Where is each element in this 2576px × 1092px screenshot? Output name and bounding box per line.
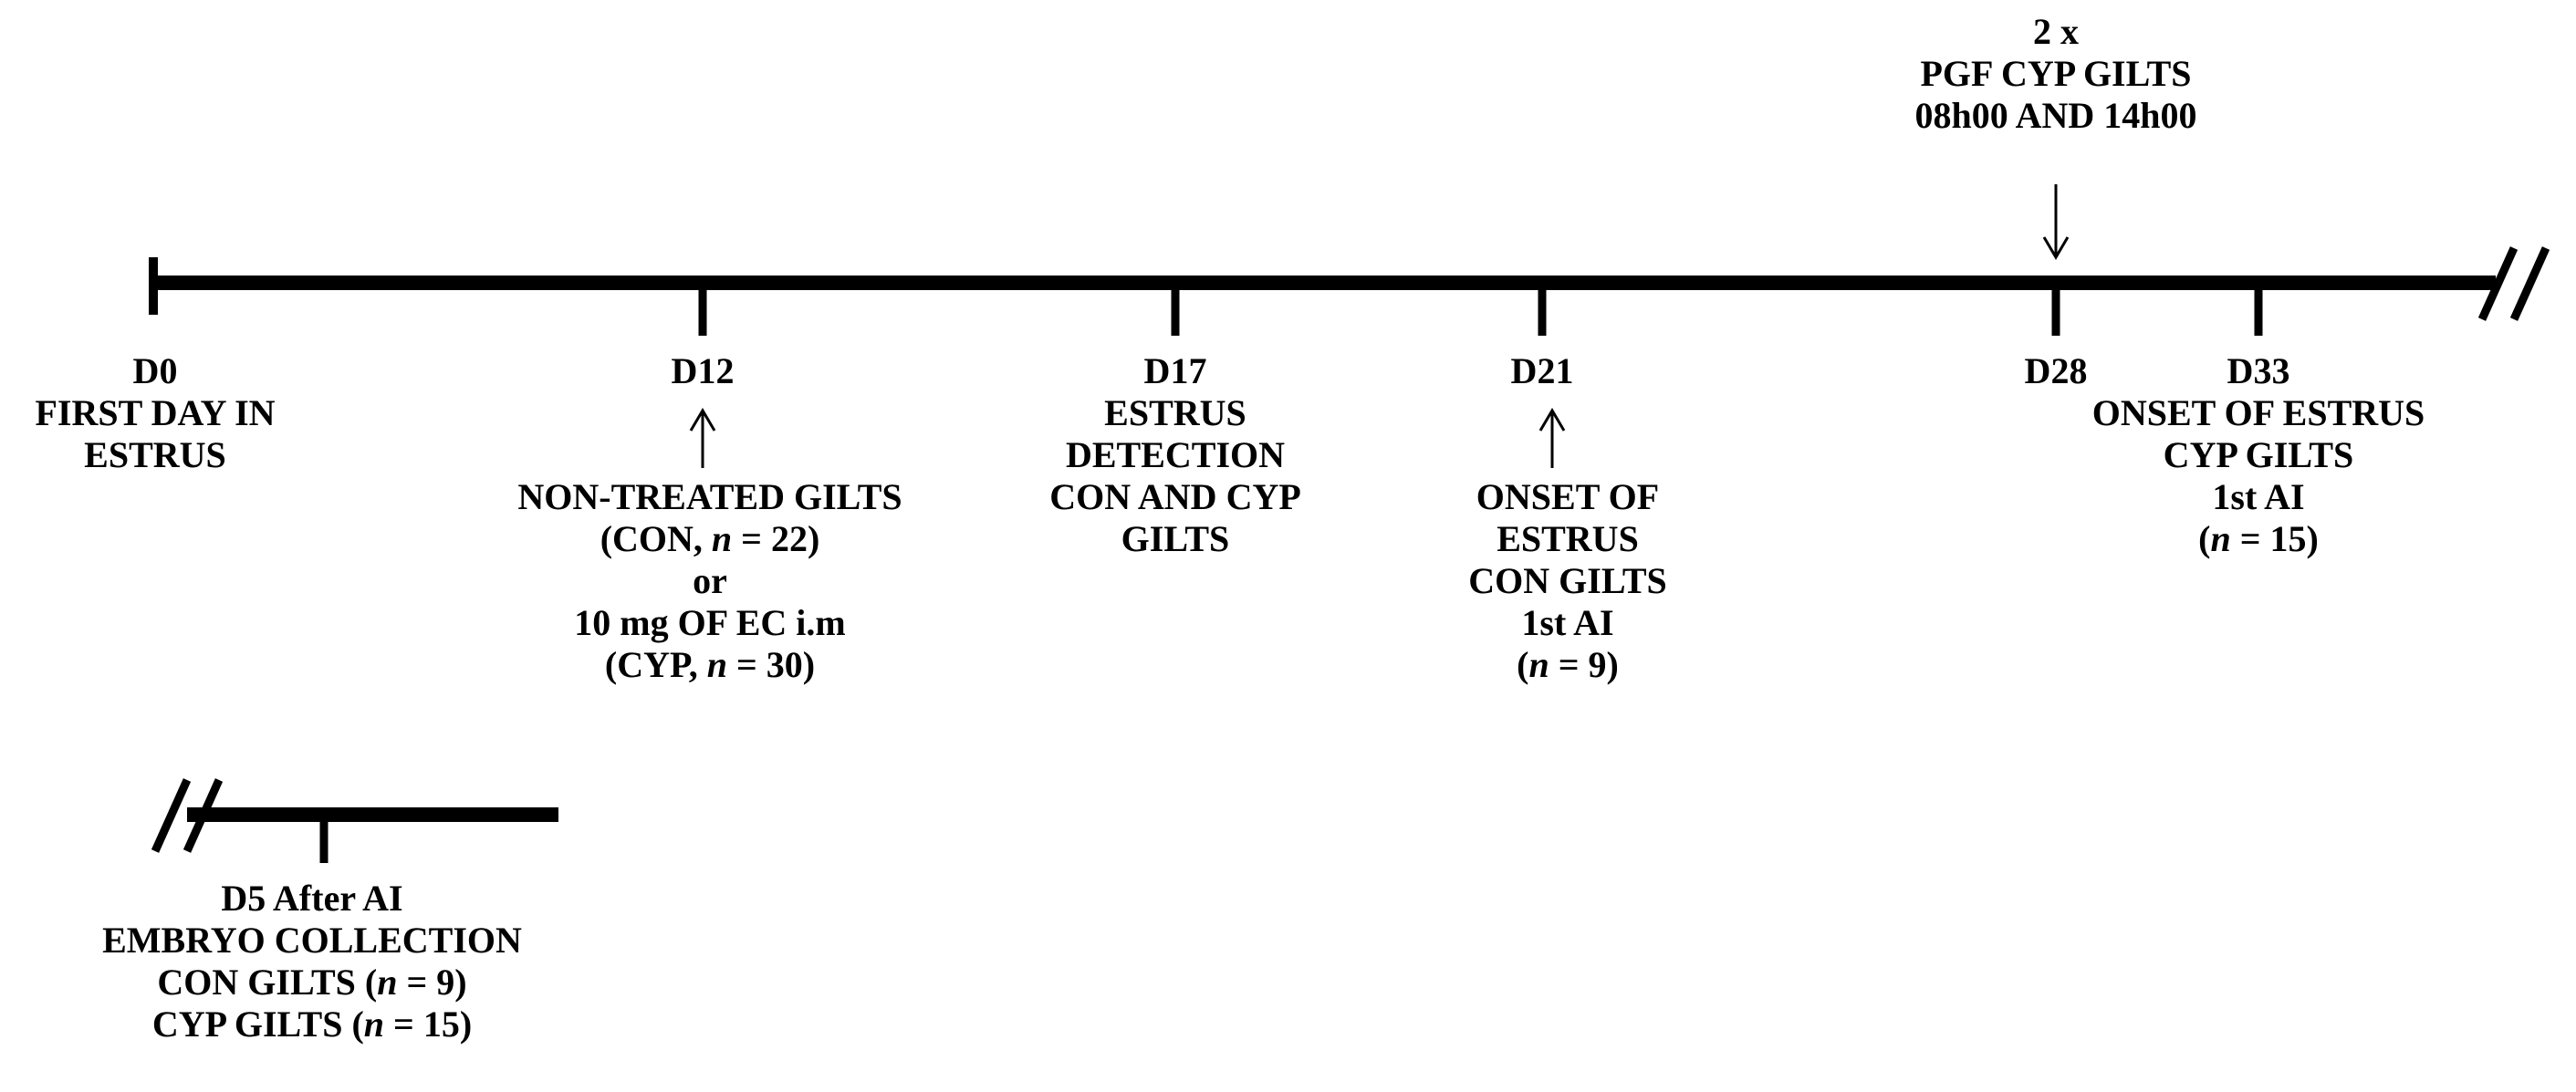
embryo-line-2: CON GILTS (n = 9) (157, 962, 467, 1003)
event-d33-count: (n = 15) (2198, 518, 2319, 559)
event-d33-line-3: 1st AI (2212, 476, 2305, 517)
event-d17-line-3: CON AND CYP (1049, 476, 1301, 517)
event-d17-line-2: DETECTION (1065, 434, 1286, 475)
pgf-annotation: 2 x PGF CYP GILTS 08h00 AND 14h00 (1915, 11, 2197, 137)
d21-note-line-5: (n = 9) (1517, 644, 1619, 685)
event-d33-day: D33 (2227, 350, 2290, 391)
event-d28: D28 (2025, 350, 2088, 392)
event-d0-line-1: FIRST DAY IN (35, 392, 276, 433)
event-d12-day: D12 (671, 350, 735, 391)
d12-note-line-2: (CON, n = 22) (600, 518, 820, 559)
pgf-line-1: 2 x (2032, 11, 2079, 52)
event-d28-day: D28 (2024, 350, 2088, 391)
event-d33: D33 ONSET OF ESTRUS CYP GILTS 1st AI (n … (2092, 350, 2425, 560)
event-d0-line-2: ESTRUS (84, 434, 226, 475)
d21-note-line-3: CON GILTS (1468, 560, 1667, 601)
event-d33-line-2: CYP GILTS (2163, 434, 2354, 475)
event-d21-day-label: D21 (1511, 350, 1574, 392)
d21-note-line-2: ESTRUS (1497, 518, 1639, 559)
event-d17-line-4: GILTS (1121, 518, 1230, 559)
embryo-day: D5 After AI (221, 878, 403, 919)
arrow-d21 (1538, 408, 1566, 468)
arrow-d12 (689, 408, 716, 468)
embryo-line-3: CYP GILTS (n = 15) (151, 1004, 473, 1045)
event-d12-note: NON-TREATED GILTS (CON, n = 22) or 10 mg… (517, 476, 902, 686)
arrow-d28 (2042, 184, 2070, 260)
event-d21-day: D21 (1510, 350, 1574, 391)
embryo-line-1: EMBRYO COLLECTION (102, 920, 522, 961)
d12-note-line-1: NON-TREATED GILTS (517, 476, 902, 517)
event-d17-day: D17 (1143, 350, 1207, 391)
d21-note-line-1: ONSET OF (1476, 476, 1660, 517)
pgf-line-2: PGF CYP GILTS (1920, 53, 2192, 94)
pgf-line-3: 08h00 AND 14h00 (1914, 95, 2197, 136)
d12-note-line-3: or (693, 560, 727, 601)
event-d0: D0 FIRST DAY IN ESTRUS (35, 350, 275, 476)
event-d12-day-label: D12 (672, 350, 735, 392)
d21-note-line-4: 1st AI (1521, 602, 1614, 643)
embryo-collection-label: D5 After AI EMBRYO COLLECTION CON GILTS … (102, 878, 522, 1045)
event-d21-note: ONSET OF ESTRUS CON GILTS 1st AI (n = 9) (1468, 476, 1667, 686)
event-d17: D17 ESTRUS DETECTION CON AND CYP GILTS (1049, 350, 1301, 560)
embryo-break-mark-2 (183, 778, 224, 853)
timeline-break-mark-1 (2477, 246, 2519, 321)
d12-note-line-4: 10 mg OF EC i.m (574, 602, 846, 643)
event-d0-day: D0 (132, 350, 178, 391)
event-d17-line-1: ESTRUS (1104, 392, 1246, 433)
timeline-break-mark-2 (2509, 246, 2550, 321)
d12-note-line-5: (CYP, n = 30) (604, 644, 816, 685)
event-d33-line-1: ONSET OF ESTRUS (2091, 392, 2425, 433)
embryo-break-mark-1 (151, 778, 192, 853)
